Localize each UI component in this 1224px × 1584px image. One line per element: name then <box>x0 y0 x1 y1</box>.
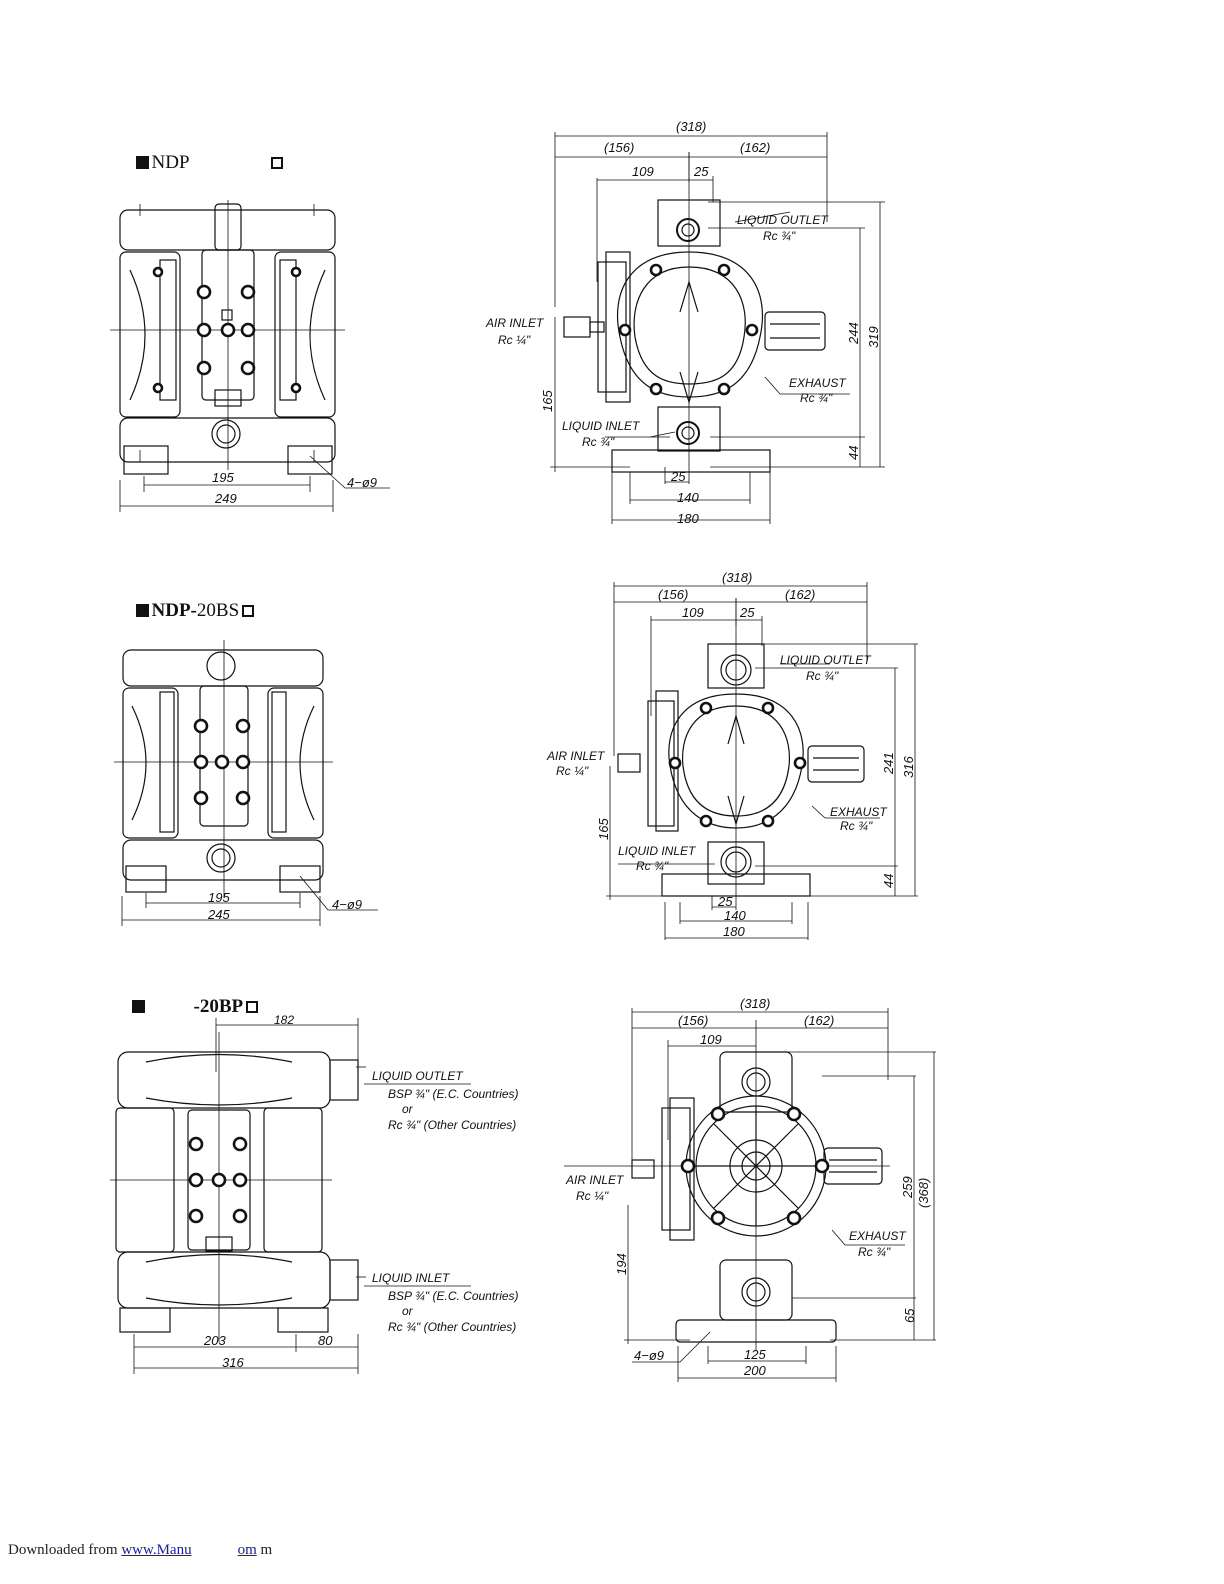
dim-80: 80 <box>318 1333 333 1348</box>
or-outlet: or <box>402 1102 414 1116</box>
empty-square-icon <box>242 605 255 617</box>
dim-165: 165 <box>596 818 611 840</box>
air-inlet-rc: Rc ¼" <box>556 764 589 778</box>
air-inlet-label: AIR INLET <box>565 1173 625 1187</box>
dim-holes: 4−ø9 <box>347 475 377 490</box>
dim-holes: 4−ø9 <box>634 1348 664 1363</box>
liquid-inlet-label: LIQUID INLET <box>562 419 641 433</box>
filled-square-icon <box>135 604 149 617</box>
air-inlet-rc: Rc ¼" <box>576 1189 609 1203</box>
exhaust-rc: Rc ¾" <box>800 391 833 405</box>
dim-156: (156) <box>658 587 688 602</box>
side-view-drawing-ndp-20bs: (318) (156) (162) 109 25 LIQUID OUTLET R… <box>546 570 918 940</box>
section-title-20bp: -20BP <box>122 974 259 1018</box>
footer-link-end[interactable]: om <box>237 1542 257 1558</box>
dim-194: 194 <box>614 1253 629 1275</box>
dim-162: (162) <box>804 1013 834 1028</box>
section-title-ndp: NDP <box>126 130 283 174</box>
front-view-drawing-20bp: 182 LIQUID OUTLET BSP ¾" (E.C. Countries… <box>110 1013 519 1374</box>
empty-square-icon <box>246 1001 259 1013</box>
dim-109: 109 <box>632 164 654 179</box>
dim-180: 180 <box>677 511 699 526</box>
liquid-outlet-rc: Rc ¾" <box>806 669 839 683</box>
filled-square-icon <box>135 156 149 169</box>
dim-140: 140 <box>724 908 746 923</box>
dim-109: 109 <box>682 605 704 620</box>
dim-368: (368) <box>916 1178 931 1208</box>
footer-link[interactable]: www.Manu <box>121 1542 192 1558</box>
side-view-drawing-20bp: (318) (156) (162) 109 AIR INLET Rc ¼" EX… <box>564 996 936 1382</box>
dim-244: 244 <box>846 322 861 345</box>
dim-195: 195 <box>212 470 234 485</box>
rc-outlet: Rc ¾" (Other Countries) <box>388 1118 516 1132</box>
dim-200: 200 <box>743 1363 766 1378</box>
dim-162: (162) <box>785 587 815 602</box>
liquid-inlet-label: LIQUID INLET <box>618 844 697 858</box>
liquid-outlet-label: LIQUID OUTLET <box>737 213 829 227</box>
dim-25-bottom: 25 <box>717 894 733 909</box>
side-view-drawing-ndp: (318) (156) (162) 109 25 LIQUID OUTLET R… <box>485 119 885 526</box>
dim-318: (318) <box>722 570 752 585</box>
section-title-ndp-20bs: NDP-20BS <box>126 578 255 622</box>
dim-125: 125 <box>744 1347 766 1362</box>
dim-203: 203 <box>203 1333 226 1348</box>
liquid-outlet-label: LIQUID OUTLET <box>780 653 872 667</box>
dim-156: (156) <box>604 140 634 155</box>
exhaust-rc: Rc ¾" <box>858 1245 891 1259</box>
filled-square-icon <box>131 1000 145 1013</box>
dim-25-bottom: 25 <box>670 469 686 484</box>
dim-318: (318) <box>676 119 706 134</box>
dim-180: 180 <box>723 924 745 939</box>
dim-245: 245 <box>207 907 230 922</box>
dim-195: 195 <box>208 890 230 905</box>
dim-318: (318) <box>740 996 770 1011</box>
exhaust-rc: Rc ¾" <box>840 819 873 833</box>
exhaust-label: EXHAUST <box>830 805 888 819</box>
dim-25-top: 25 <box>693 164 709 179</box>
bsp-outlet: BSP ¾" (E.C. Countries) <box>388 1087 519 1101</box>
dim-140: 140 <box>677 490 699 505</box>
dim-316: 316 <box>222 1355 244 1370</box>
exhaust-label: EXHAUST <box>789 376 847 390</box>
dim-241: 241 <box>881 752 896 775</box>
liquid-inlet-rc: Rc ¾" <box>636 859 669 873</box>
dim-316: 316 <box>901 756 916 778</box>
exhaust-label: EXHAUST <box>849 1229 907 1243</box>
dim-259: 259 <box>900 1176 915 1199</box>
air-inlet-label: AIR INLET <box>546 749 606 763</box>
front-view-drawing-ndp: 195 249 4−ø9 <box>110 200 390 512</box>
air-inlet-label: AIR INLET <box>485 316 545 330</box>
dim-249: 249 <box>214 491 237 506</box>
dim-162: (162) <box>740 140 770 155</box>
liquid-outlet-label: LIQUID OUTLET <box>372 1069 464 1083</box>
dim-44: 44 <box>881 874 896 888</box>
air-inlet-rc: Rc ¼" <box>498 333 531 347</box>
bsp-inlet: BSP ¾" (E.C. Countries) <box>388 1289 519 1303</box>
or-inlet: or <box>402 1304 414 1318</box>
liquid-inlet-rc: Rc ¾" <box>582 435 615 449</box>
dim-44: 44 <box>846 446 861 460</box>
dim-182: 182 <box>274 1013 294 1027</box>
dim-25-top: 25 <box>739 605 755 620</box>
front-view-drawing-ndp-20bs: 195 245 4−ø9 <box>114 640 378 926</box>
dim-319: 319 <box>866 326 881 348</box>
dim-holes: 4−ø9 <box>332 897 362 912</box>
dim-165: 165 <box>540 390 555 412</box>
dim-156: (156) <box>678 1013 708 1028</box>
empty-square-icon <box>270 157 283 169</box>
rc-inlet: Rc ¾" (Other Countries) <box>388 1320 516 1334</box>
liquid-outlet-rc: Rc ¾" <box>763 229 796 243</box>
dim-65: 65 <box>902 1308 917 1323</box>
dim-109: 109 <box>700 1032 722 1047</box>
liquid-inlet-label: LIQUID INLET <box>372 1271 451 1285</box>
